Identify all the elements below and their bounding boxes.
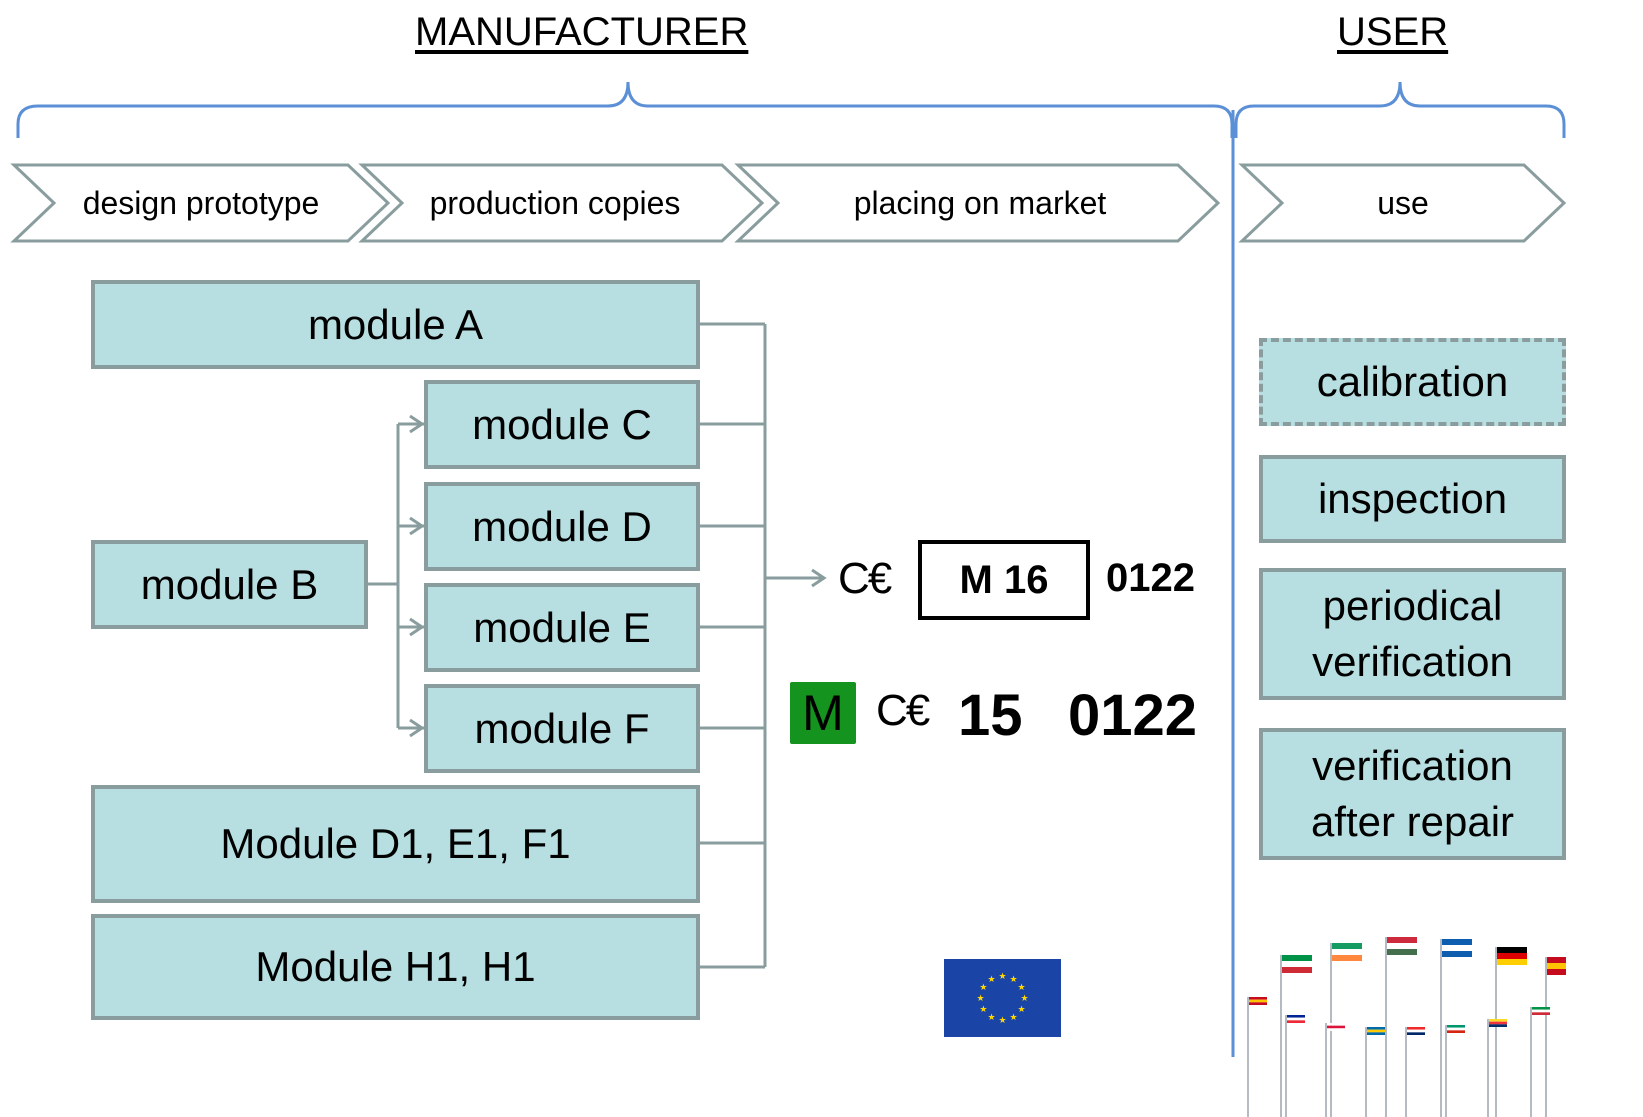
module-c-box: module C: [424, 380, 700, 469]
flag-stripe: [1447, 1027, 1465, 1031]
flag-stripe: [1489, 1019, 1507, 1022]
user-heading: USER: [1337, 10, 1449, 54]
flag-stripe: [1367, 1027, 1385, 1030]
module-a-box: module A: [91, 280, 700, 369]
chevron-design: [10, 163, 391, 243]
flag-stripe: [1489, 1024, 1507, 1027]
year-old: 15: [958, 683, 1023, 748]
flag-stripe: [1367, 1029, 1385, 1033]
module-f-box: module F: [424, 684, 700, 773]
periodical-line-1: periodical: [1322, 582, 1503, 629]
flag-stripe: [1249, 1002, 1267, 1005]
flag-stripe: [1532, 1007, 1550, 1010]
flag-stripe: [1249, 997, 1267, 1000]
flag-stripe: [1367, 1032, 1385, 1035]
ce-mark-old: C€: [876, 686, 930, 735]
eu-star: ★: [998, 972, 1006, 982]
flag-stripe: [1547, 969, 1566, 975]
inspection-box: inspection: [1259, 455, 1566, 543]
flag-stripe: [1497, 953, 1527, 959]
eu-flag-icon: ★★★★★★★★★★★★: [944, 959, 1061, 1037]
flag-stripe: [1327, 1023, 1345, 1026]
flag-stripe: [1387, 949, 1417, 955]
eu-star: ★: [1009, 975, 1017, 985]
module-b-box: module B: [91, 540, 368, 629]
eu-star: ★: [1020, 994, 1028, 1004]
flag-stripe: [1282, 967, 1312, 973]
eu-star: ★: [979, 983, 987, 993]
flag-stripe: [1497, 959, 1527, 965]
flag-stripe: [1287, 1015, 1305, 1018]
flag-stripe: [1332, 943, 1362, 949]
flag-stripe: [1532, 1012, 1550, 1015]
module-d-box: module D: [424, 482, 700, 571]
eu-star: ★: [979, 1005, 987, 1015]
flag-stripe: [1547, 963, 1566, 969]
flag-stripe: [1387, 943, 1417, 949]
eu-star: ★: [1018, 983, 1026, 993]
flag-stripe: [1547, 957, 1566, 963]
user-bracket: [1234, 81, 1566, 138]
ce-mark-new: C€: [838, 554, 892, 603]
calibration-box: calibration: [1259, 338, 1566, 426]
module-connectors: [368, 322, 827, 969]
flag-stripe: [1447, 1030, 1465, 1033]
flag-stripe: [1497, 947, 1527, 953]
eu-star: ★: [987, 1013, 995, 1023]
green-m-mark: M: [790, 682, 856, 744]
flag-stripe: [1287, 1020, 1305, 1023]
phase-production-label: production copies: [429, 184, 681, 221]
flag-stripe: [1442, 945, 1472, 951]
flag-stripe: [1249, 999, 1267, 1003]
chevron-use: [1238, 163, 1567, 243]
flag-stripe: [1447, 1025, 1465, 1028]
chevron-market: [734, 163, 1221, 243]
flag-stripe: [1407, 1032, 1425, 1035]
repair-line-1: verification: [1312, 742, 1513, 789]
repair-line-2: after repair: [1310, 798, 1515, 845]
flag-stripe: [1387, 937, 1417, 943]
chevron-production: [358, 163, 765, 243]
flag-stripe: [1332, 949, 1362, 955]
flag-stripe: [1327, 1025, 1345, 1029]
flags-circle-icon: [1247, 937, 1566, 1117]
module-e-box: module E: [424, 583, 700, 672]
eu-star: ★: [976, 994, 984, 1004]
eu-star: ★: [998, 1016, 1006, 1026]
eu-star: ★: [1009, 1013, 1017, 1023]
metrology-mark-box: M 16: [918, 540, 1090, 620]
flag-stripe: [1532, 1009, 1550, 1013]
flag-stripe: [1282, 961, 1312, 967]
periodical-verification-box: periodical verification: [1259, 568, 1566, 700]
flag-stripe: [1442, 939, 1472, 945]
phase-design-label: design prototype: [82, 184, 320, 221]
manufacturer-bracket: [16, 81, 1234, 138]
flag-stripe: [1442, 951, 1472, 957]
phase-market-label: placing on market: [853, 184, 1107, 221]
flag-stripe: [1282, 955, 1312, 961]
module-d1-e1-f1-box: Module D1, E1, F1: [91, 785, 700, 903]
flag-stripe: [1407, 1027, 1425, 1030]
manufacturer-heading: MANUFACTURER: [415, 10, 749, 54]
flag-stripe: [1287, 1017, 1305, 1021]
eu-star: ★: [987, 975, 995, 985]
flag-stripe: [1489, 1021, 1507, 1025]
flag-stripe: [1332, 955, 1362, 961]
eu-star: ★: [1018, 1005, 1026, 1015]
verification-after-repair-box: verification after repair: [1259, 728, 1566, 860]
notified-body-old: 0122: [1068, 683, 1198, 748]
flag-stripe: [1407, 1029, 1425, 1033]
module-h1-box: Module H1, H1: [91, 914, 700, 1020]
flag-stripe: [1327, 1028, 1345, 1031]
periodical-line-2: verification: [1312, 638, 1513, 685]
notified-body-new: 0122: [1106, 556, 1195, 600]
phase-use-label: use: [1377, 184, 1429, 221]
